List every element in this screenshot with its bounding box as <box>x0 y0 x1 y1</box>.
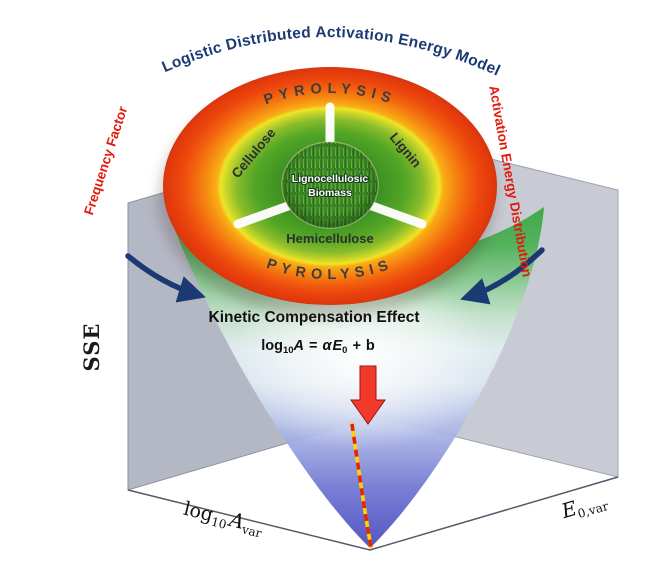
divider-lower-left <box>233 201 293 229</box>
sector-dividers <box>233 102 427 229</box>
hemicellulose-label: Hemicellulose <box>286 231 373 246</box>
eq-sub0: 0 <box>342 345 347 356</box>
left-curved-arrow <box>125 253 206 303</box>
frequency-factor-label: Frequency Factor <box>81 104 131 217</box>
x-axis-label: log10Avar <box>181 496 266 541</box>
eq-b: b <box>366 338 375 354</box>
y-axis-E: E <box>558 496 580 523</box>
eq-equals: = <box>309 338 317 354</box>
biomass-label-line2: Biomass <box>308 187 352 199</box>
biomass-label-line1: Lignocellulosic <box>292 173 369 185</box>
eq-alpha: α <box>322 338 332 354</box>
x-axis-sub10: 10 <box>210 515 228 532</box>
kce-equation: log10A = αE0 + b <box>261 338 375 356</box>
eq-E: E <box>332 338 343 354</box>
x-axis-subvar: var <box>240 522 264 541</box>
floor-front-edges <box>127 476 619 551</box>
valley-line-red-dashes <box>350 423 373 548</box>
biomass-grass-vignette <box>282 142 378 228</box>
right-curved-arrow <box>460 247 545 305</box>
x-axis-A: A <box>225 507 247 534</box>
eq-A: A <box>293 338 304 354</box>
red-down-arrow <box>350 365 386 425</box>
pyrolysis-donut: Lignocellulosic Biomass PYROLYSIS PYROLY… <box>158 67 497 318</box>
eq-plus: + <box>352 338 360 354</box>
sse-axis-label: SSE <box>79 323 104 372</box>
eq-log: log <box>261 338 283 354</box>
y-axis-sub0var: 0,var <box>576 499 610 521</box>
divider-lower-right <box>367 201 427 229</box>
eq-sub10: 10 <box>283 345 294 356</box>
